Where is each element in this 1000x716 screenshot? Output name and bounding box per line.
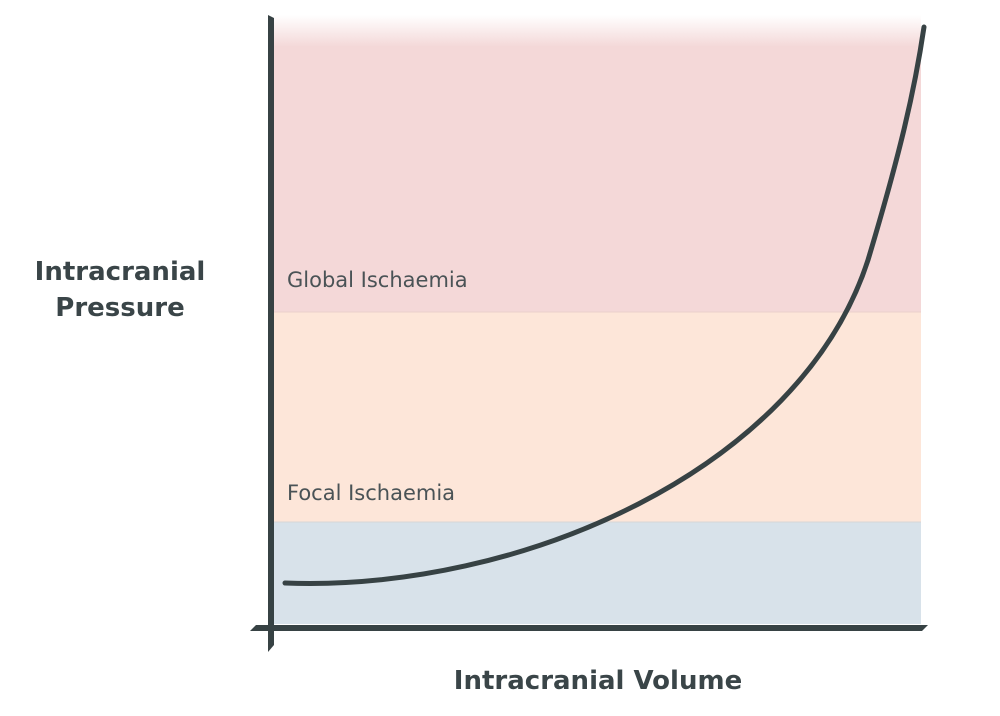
- global-ischaemia-zone: [274, 46, 921, 312]
- pressure-volume-curve: [282, 24, 927, 586]
- x-axis: [250, 625, 928, 631]
- y-axis-label-line1: Intracranial: [34, 257, 206, 287]
- focal-ischaemia-label: Focal Ischaemia: [287, 481, 456, 505]
- y-axis-label: Intracranial Pressure: [20, 254, 220, 326]
- y-axis: [268, 15, 274, 652]
- y-axis-label-line2: Pressure: [55, 293, 185, 323]
- normal-zone: [274, 522, 921, 624]
- focal-ischaemia-zone: [274, 312, 921, 522]
- global-ischaemia-label: Global Ischaemia: [287, 268, 468, 292]
- global-ischaemia-fade: [274, 15, 921, 47]
- x-axis-label: Intracranial Volume: [453, 666, 743, 696]
